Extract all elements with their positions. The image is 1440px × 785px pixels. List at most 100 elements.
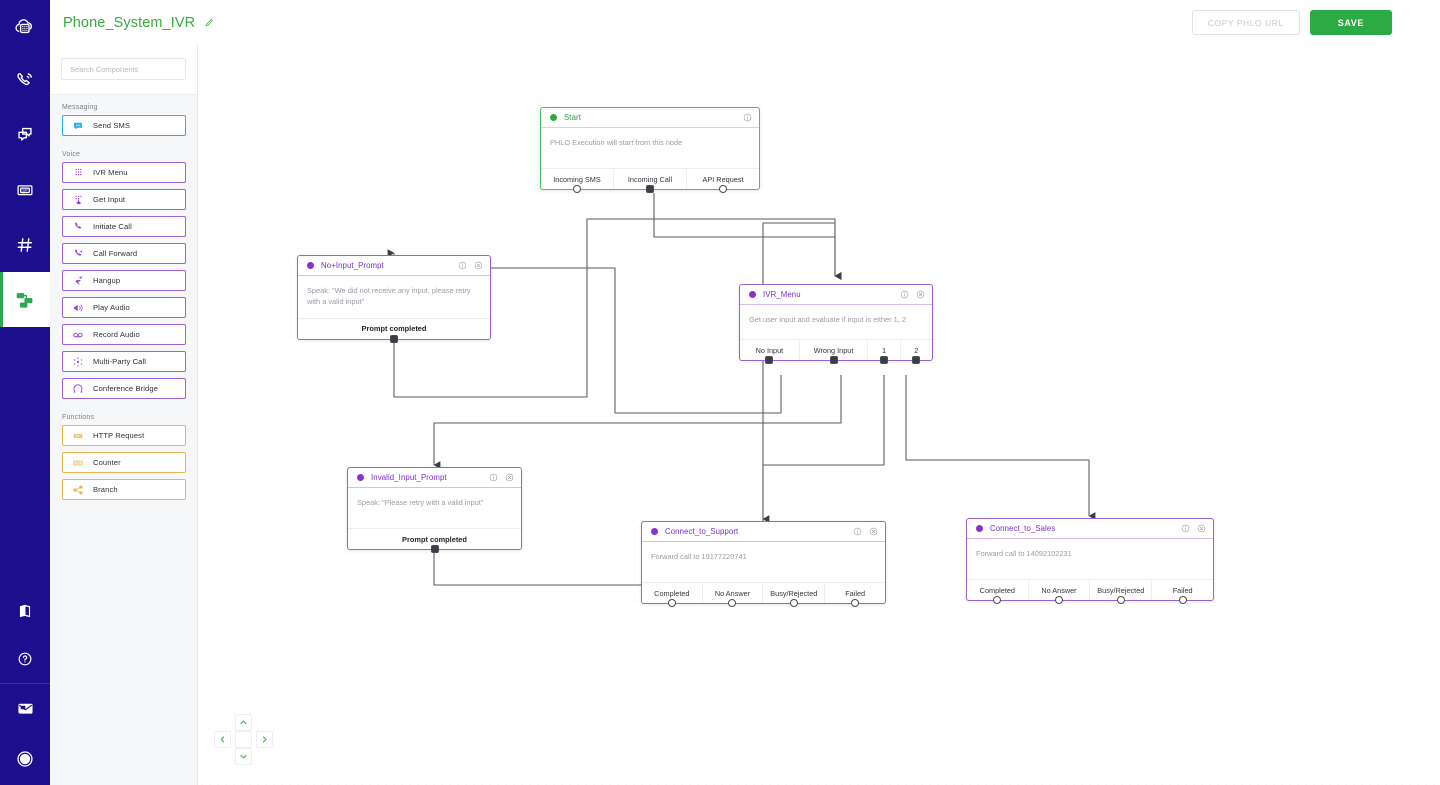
port-pin[interactable] — [765, 356, 774, 364]
node-connect-to-support[interactable]: Connect_to_Support Forward call to 19177… — [641, 521, 886, 607]
node-header: Invalid_Input_Prompt — [348, 468, 521, 488]
port-no-answer[interactable]: No Answer — [1027, 580, 1090, 604]
info-icon[interactable] — [900, 290, 909, 299]
port-incoming-call[interactable]: Incoming Call — [613, 169, 686, 193]
node-ports: Incoming SMS Incoming Call API Request — [541, 168, 759, 193]
close-icon[interactable] — [505, 473, 514, 482]
port-option-2[interactable]: 2 — [899, 340, 932, 364]
info-icon[interactable] — [1181, 524, 1190, 533]
component-counter[interactable]: Counter — [62, 452, 186, 473]
info-icon[interactable] — [489, 473, 498, 482]
port-pin[interactable] — [879, 356, 888, 364]
port-pin[interactable] — [719, 185, 727, 193]
port-pin[interactable] — [789, 599, 798, 607]
port-prompt-completed[interactable]: Prompt completed — [348, 529, 521, 553]
port-prompt-completed[interactable]: Prompt completed — [298, 319, 490, 343]
port-api-request[interactable]: API Request — [686, 169, 759, 193]
port-pin[interactable] — [829, 356, 838, 364]
pencil-icon[interactable] — [203, 17, 215, 29]
close-icon[interactable] — [869, 527, 878, 536]
info-icon[interactable] — [458, 261, 467, 270]
port-completed[interactable]: Completed — [967, 580, 1028, 604]
pan-down-button[interactable] — [235, 748, 252, 765]
component-record-audio[interactable]: Record Audio — [62, 324, 186, 345]
sidebar-item-phlo[interactable] — [0, 272, 50, 327]
close-icon[interactable] — [474, 261, 483, 270]
close-icon[interactable] — [1197, 524, 1206, 533]
node-no-input-prompt[interactable]: No+Input_Prompt Speak: "We did not recei… — [297, 255, 491, 343]
port-pin[interactable] — [728, 599, 737, 607]
pan-left-button[interactable] — [214, 731, 231, 748]
port-pin[interactable] — [1054, 596, 1063, 604]
component-branch[interactable]: Branch — [62, 479, 186, 500]
hash-icon[interactable] — [0, 217, 50, 272]
chat-bubbles-icon[interactable] — [0, 107, 50, 162]
node-invalid-input-prompt[interactable]: Invalid_Input_Prompt Speak: "Please retr… — [347, 467, 522, 553]
docs-book-icon[interactable] — [0, 587, 50, 635]
copy-phlo-url-button[interactable]: COPY PHLO URL — [1191, 10, 1300, 35]
component-http-request[interactable]: HTTP Request — [62, 425, 186, 446]
port-busy-rejected[interactable]: Busy/Rejected — [1089, 580, 1151, 604]
component-conference-bridge[interactable]: Conference Bridge — [62, 378, 186, 399]
pan-up-button[interactable] — [235, 714, 252, 731]
mail-envelope-icon[interactable] — [0, 684, 50, 733]
rail-divider — [0, 683, 50, 684]
pan-center-button[interactable] — [235, 731, 252, 748]
port-pin[interactable] — [993, 596, 1002, 604]
flow-canvas[interactable]: Start PHLO Execution will start from thi… — [198, 45, 1440, 785]
port-busy-rejected[interactable]: Busy/Rejected — [762, 583, 824, 607]
port-label: Completed — [654, 588, 690, 598]
multi-party-icon — [72, 356, 84, 368]
sms-bubble-icon — [72, 120, 84, 132]
sip-box-icon[interactable]: SIP — [0, 162, 50, 217]
save-button[interactable]: SAVE — [1309, 10, 1392, 35]
info-icon[interactable] — [853, 527, 862, 536]
port-completed[interactable]: Completed — [642, 583, 702, 607]
component-label: Counter — [93, 458, 121, 467]
port-wrong-input[interactable]: Wrong Input — [798, 340, 867, 364]
node-start[interactable]: Start PHLO Execution will start from thi… — [540, 107, 760, 193]
port-pin[interactable] — [390, 334, 398, 343]
group-label-voice: Voice — [62, 151, 81, 158]
port-no-input[interactable]: No Input — [740, 340, 799, 364]
port-pin[interactable] — [667, 599, 676, 607]
close-icon[interactable] — [916, 290, 925, 299]
component-get-input[interactable]: Get Input — [62, 189, 186, 210]
component-hangup[interactable]: Hangup — [62, 270, 186, 291]
port-option-1[interactable]: 1 — [867, 340, 899, 364]
component-send-sms[interactable]: Send SMS — [62, 115, 186, 136]
edge-wronginput-to-invalidprompt — [433, 375, 842, 469]
component-play-audio[interactable]: Play Audio — [62, 297, 186, 318]
cloud-keypad-logo-icon[interactable] — [0, 0, 50, 52]
component-multi-party-call[interactable]: Multi-Party Call — [62, 351, 186, 372]
port-failed[interactable]: Failed — [1151, 580, 1213, 604]
port-pin[interactable] — [851, 599, 860, 607]
port-pin[interactable] — [1178, 596, 1187, 604]
search-input[interactable] — [61, 58, 186, 80]
node-connect-to-sales[interactable]: Connect_to_Sales Forward call to 1409210… — [966, 518, 1214, 604]
port-pin[interactable] — [646, 185, 654, 193]
phone-waves-icon[interactable] — [0, 52, 50, 107]
node-header: IVR_Menu — [740, 285, 932, 305]
component-label: Get Input — [93, 195, 126, 204]
node-title: Connect_to_Sales — [990, 524, 1056, 533]
pan-right-button[interactable] — [256, 731, 273, 748]
node-ivr-menu[interactable]: IVR_Menu Get user input and evaluate if … — [739, 284, 933, 364]
help-question-icon[interactable] — [0, 635, 50, 683]
port-pin[interactable] — [912, 356, 921, 364]
user-avatar-icon[interactable] — [0, 733, 50, 785]
edge-layer — [387, 193, 1096, 586]
component-call-forward[interactable]: Call Forward — [62, 243, 186, 264]
component-ivr-menu[interactable]: IVR Menu — [62, 162, 186, 183]
port-incoming-sms[interactable]: Incoming SMS — [541, 169, 613, 193]
port-no-answer[interactable]: No Answer — [701, 583, 763, 607]
port-pin[interactable] — [430, 545, 439, 553]
port-pin[interactable] — [1116, 596, 1125, 604]
component-initiate-call[interactable]: Initiate Call — [62, 216, 186, 237]
port-label: Wrong Input — [813, 345, 854, 355]
port-label: Incoming Call — [627, 174, 673, 184]
port-pin[interactable] — [573, 185, 581, 193]
info-icon[interactable] — [743, 113, 752, 122]
port-failed[interactable]: Failed — [824, 583, 885, 607]
primary-nav-rail: SIP — [0, 0, 50, 785]
